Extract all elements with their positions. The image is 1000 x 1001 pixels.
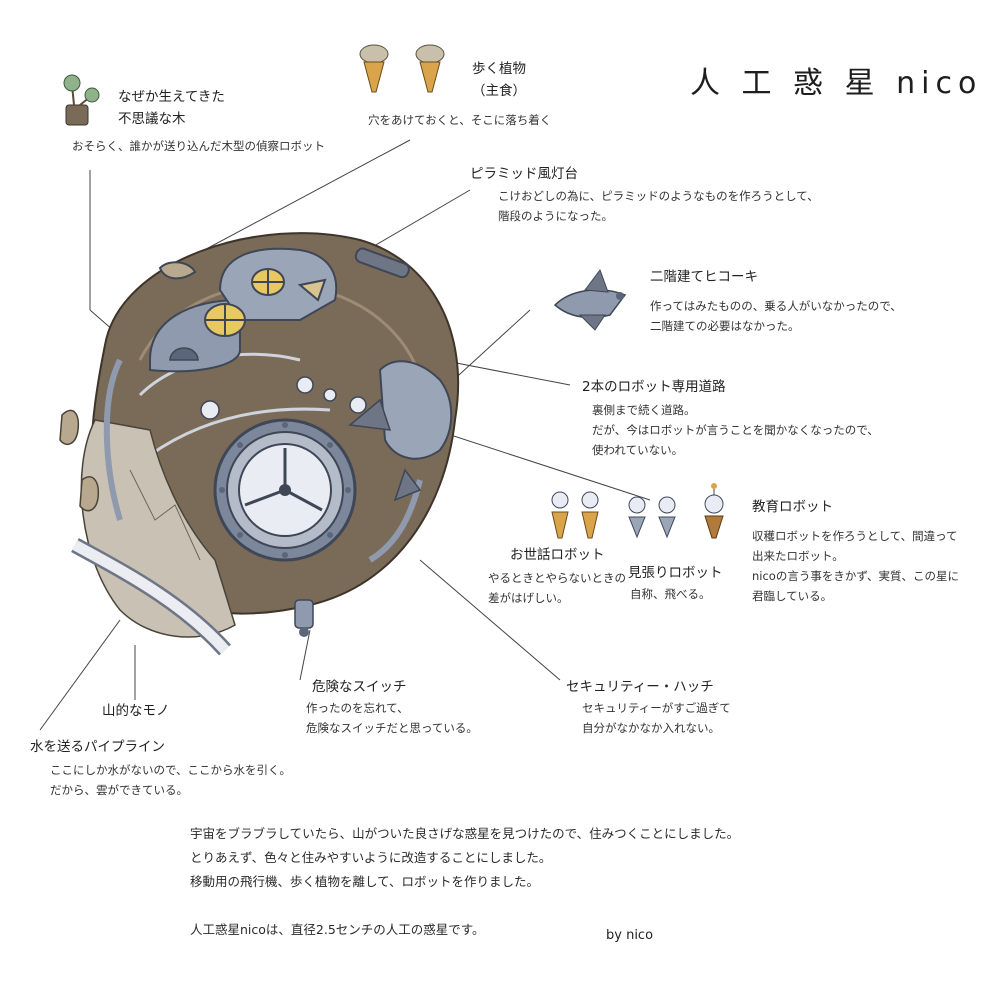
- pipeline-desc-line-1: ここにしか水がないので、ここから水を引く。: [50, 763, 292, 777]
- walking-plant-label: 歩く植物 （主食）: [472, 58, 526, 102]
- hatch-label: セキュリティー・ハッチ: [566, 679, 714, 695]
- watch-robot-icons: [628, 496, 676, 539]
- left-pods: [59, 409, 100, 512]
- education-robot-label: 教育ロボット: [752, 499, 833, 515]
- story-line-2: とりあえず、色々と住みやすいように改造することにしました。: [190, 850, 552, 865]
- road-description: 裏側まで続く道路。 だが、今はロボットが言うことを聞かなくなったので、 使われて…: [592, 400, 879, 460]
- care-robot-label: お世話ロボット: [510, 547, 605, 563]
- switch-label: 危険なスイッチ: [312, 679, 407, 695]
- hatch-description: セキュリティーがすご過ぎて 自分がなかなか入れない。: [582, 698, 731, 738]
- care-desc-line-1: やるときとやらないときの: [488, 571, 626, 585]
- care-robot-description: やるときとやらないときの 差がはげしい。: [488, 568, 626, 608]
- lighthouse-description: こけおどしの為に、ピラミッドのようなものを作ろうとして、 階段のようになった。: [498, 186, 819, 226]
- story-line-4: [190, 894, 739, 918]
- walking-plant-label-line-2: （主食）: [472, 83, 526, 99]
- plane-description: 作ってはみたものの、乗る人がいなかったので、 二階建ての必要はなかった。: [650, 296, 902, 336]
- signature: by nico: [606, 928, 654, 943]
- walking-plant-label-line-1: 歩く植物: [472, 61, 526, 77]
- road-label: 2本のロボット専用道路: [582, 379, 726, 395]
- surface-domes: [200, 376, 367, 420]
- edu-desc-line-1: 収穫ロボットを作ろうとして、間違って: [752, 529, 958, 543]
- care-robot-icons: [551, 491, 599, 539]
- watch-desc-line: 自称、飛べる。: [630, 587, 711, 601]
- watch-robot-description: 自称、飛べる。: [630, 584, 711, 604]
- switch-desc-line-1: 作ったのを忘れて、: [306, 701, 409, 715]
- road-desc-line-3: 使われていない。: [592, 443, 684, 457]
- edu-desc-line-2: 出来たロボット。: [752, 549, 844, 563]
- page-title: 人 工 惑 星 nico: [690, 66, 983, 101]
- edu-desc-line-3: nicoの言う事をきかず、実質、この星に: [752, 569, 960, 583]
- lighthouse-desc-line-2: 階段のようになった。: [498, 209, 613, 223]
- security-hatch-shape: [213, 418, 357, 562]
- switch-description: 作ったのを忘れて、 危険なスイッチだと思っている。: [306, 698, 478, 738]
- hatch-desc-line-2: 自分がなかなか入れない。: [582, 721, 720, 735]
- road-desc-line-1: 裏側まで続く道路。: [592, 403, 696, 417]
- walking-plant-icon: [359, 44, 445, 93]
- story-text: 宇宙をブラブラしていたら、山がついた良さげな惑星を見つけたので、住みつくことにし…: [190, 822, 739, 942]
- story-line-3: 移動用の飛行機、歩く植物を離して、ロボットを作りました。: [190, 874, 540, 889]
- hatch-desc-line-1: セキュリティーがすご過ぎて: [582, 701, 731, 715]
- plane-label: 二階建てヒコーキ: [650, 269, 758, 285]
- story-line-1: 宇宙をブラブラしていたら、山がついた良さげな惑星を見つけたので、住みつくことにし…: [190, 826, 740, 841]
- education-robot-icon: [704, 483, 724, 539]
- dangerous-switch-shape: [294, 599, 314, 637]
- pipeline-description: ここにしか水がないので、ここから水を引く。 だから、雲ができている。: [50, 760, 291, 800]
- tree-label-line-1: なぜか生えてきた: [118, 89, 225, 105]
- care-desc-line-2: 差がはげしい。: [488, 591, 569, 605]
- tree-label-line-2: 不思議な木: [118, 111, 186, 127]
- tree-description: おそらく、誰かが送り込んだ木型の偵察ロボット: [72, 136, 325, 156]
- top-antenna: [158, 247, 410, 302]
- walking-plant-desc-line: 穴をあけておくと、そこに落ち着く: [368, 113, 552, 127]
- lighthouse-label: ピラミッド風灯台: [470, 166, 578, 182]
- edu-desc-line-4: 君臨している。: [752, 589, 833, 603]
- plane-desc-line-1: 作ってはみたものの、乗る人がいなかったので、: [650, 299, 902, 313]
- plane-icon: [553, 268, 627, 331]
- pipeline-label: 水を送るパイプライン: [30, 739, 165, 755]
- pipeline-desc-line-2: だから、雲ができている。: [50, 783, 188, 797]
- tree-icon: [63, 74, 100, 126]
- tree-label: なぜか生えてきた 不思議な木: [118, 86, 225, 130]
- lighthouse-desc-line-1: こけおどしの為に、ピラミッドのようなものを作ろうとして、: [498, 189, 819, 203]
- lighthouse-shape: [149, 247, 338, 373]
- story-line-5: 人工惑星nicoは、直径2.5センチの人工の惑星です。: [190, 922, 485, 937]
- walking-plant-description: 穴をあけておくと、そこに落ち着く: [368, 110, 551, 130]
- road-desc-line-2: だが、今はロボットが言うことを聞かなくなったので、: [592, 423, 879, 437]
- tree-desc-line: おそらく、誰かが送り込んだ木型の偵察ロボット: [72, 139, 325, 153]
- switch-desc-line-2: 危険なスイッチだと思っている。: [306, 721, 478, 735]
- docked-plane-shape: [348, 360, 453, 502]
- plane-desc-line-2: 二階建ての必要はなかった。: [650, 319, 800, 333]
- mountain-label: 山的なモノ: [102, 703, 170, 719]
- watch-robot-label: 見張りロボット: [628, 565, 723, 581]
- education-robot-description: 収穫ロボットを作ろうとして、間違って 出来たロボット。 nicoの言う事をきかず…: [752, 526, 959, 606]
